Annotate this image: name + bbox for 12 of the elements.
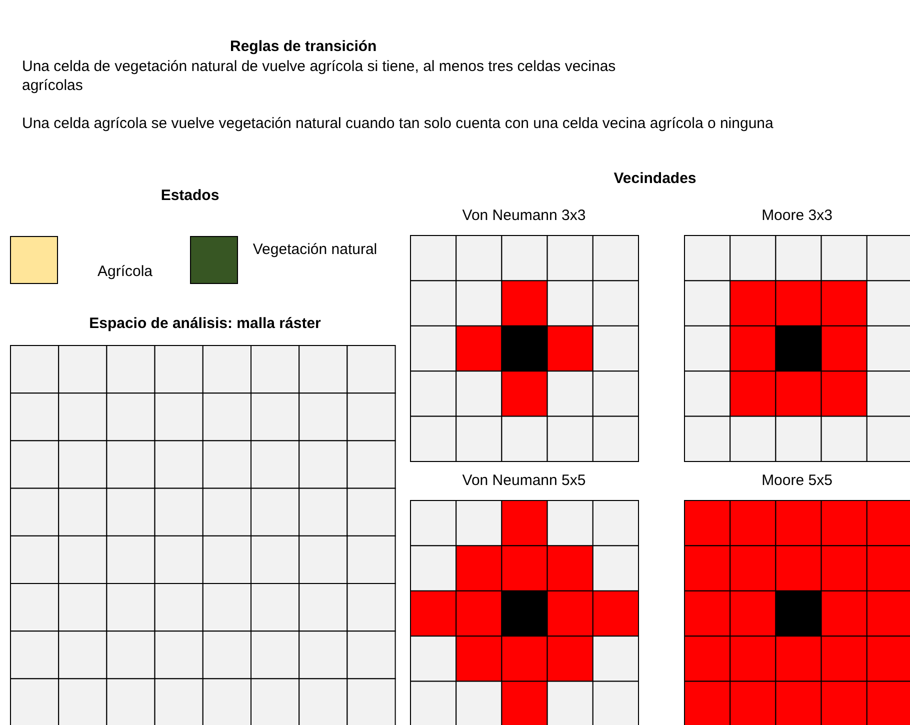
grid-caption: Von Neumann 3x3 xyxy=(461,206,587,225)
legend-label: Agrícola xyxy=(96,262,154,281)
rule-text: Una celda agrícola se vuelve vegetación natural cuando tan solo cuenta con una celda vecina agrícola o ninguna xyxy=(22,114,774,133)
grid-caption: Moore 5x5 xyxy=(760,471,834,490)
title: Reglas de transición xyxy=(230,37,378,56)
grid-caption: Moore 3x3 xyxy=(760,206,834,225)
section-heading: Estados xyxy=(160,186,220,205)
section-heading: Vecindades xyxy=(612,169,698,188)
rule-text: Una celda de vegetación natural de vuelve agrícola si tiene, al menos tres celdas vecinas agrícolas xyxy=(22,57,617,95)
section-heading: Espacio de análisis: malla ráster xyxy=(88,314,322,333)
grid-caption: Von Neumann 5x5 xyxy=(461,471,587,490)
legend-label: Vegetación natural xyxy=(252,240,378,259)
